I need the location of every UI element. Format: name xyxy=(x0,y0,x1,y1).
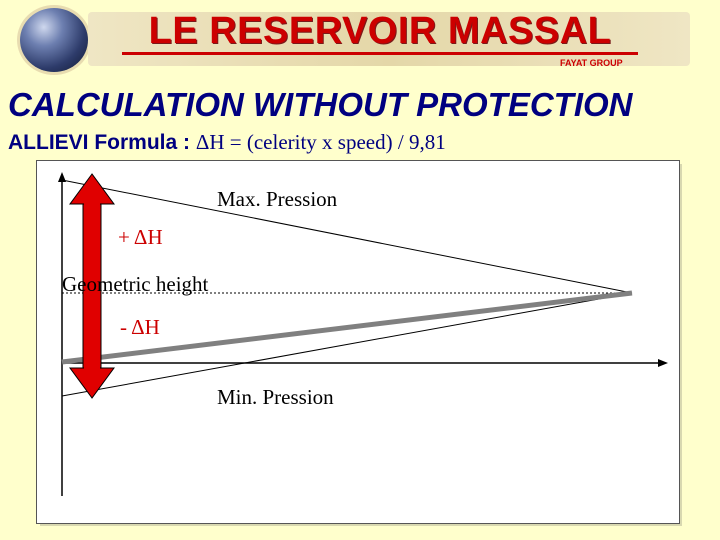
globe-logo xyxy=(20,8,88,72)
header-title: LE RESERVOIR MASSAL xyxy=(148,10,612,52)
min-pression-line xyxy=(61,292,633,397)
pressure-diagram xyxy=(58,172,668,496)
y-axis-arrow xyxy=(58,172,66,182)
max-pression-label: Max. Pression xyxy=(217,187,338,211)
header-underline xyxy=(122,52,638,55)
geometric-height-label: Geometric height xyxy=(62,272,209,296)
min-pression-label: Min. Pression xyxy=(217,385,334,409)
brand-label: FAYAT GROUP xyxy=(560,58,623,68)
diagram-panel xyxy=(36,160,680,524)
minus-delta-h-label: - ΔH xyxy=(120,315,160,339)
delta-h-arrow xyxy=(69,173,115,399)
header-banner xyxy=(88,12,690,66)
plus-delta-h-label: + ΔH xyxy=(118,225,163,249)
slide-title: CALCULATION WITHOUT PROTECTION xyxy=(8,86,633,123)
x-axis-arrow xyxy=(658,359,668,367)
formula-expression: ΔH = (celerity x speed) / 9,81 xyxy=(195,130,446,154)
formula: ALLIEVI Formula : ΔH = (celerity x speed… xyxy=(8,130,446,155)
max-pression-line xyxy=(61,179,633,294)
pipe-line xyxy=(61,290,633,365)
formula-prefix: ALLIEVI Formula : xyxy=(8,131,196,154)
